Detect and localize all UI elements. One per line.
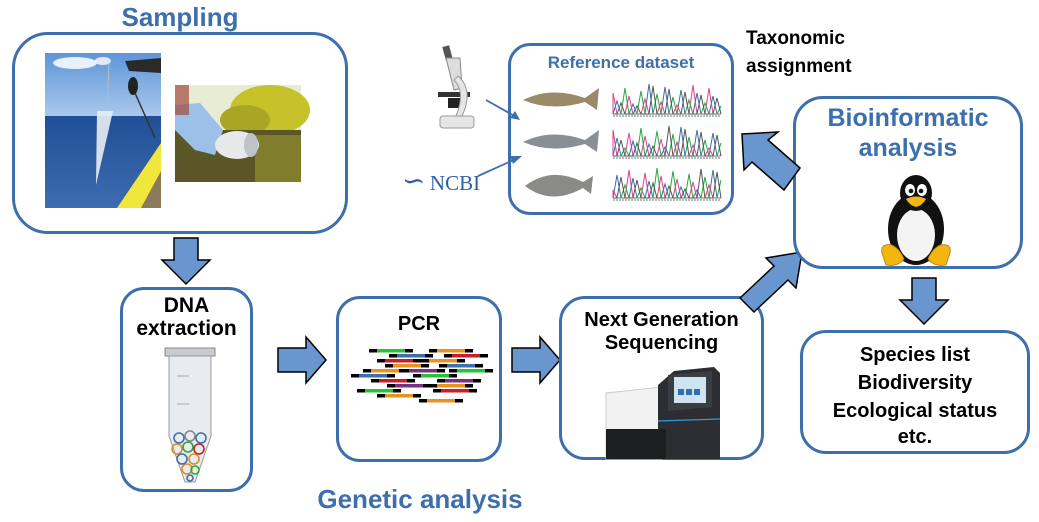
bioinformatic-title-line2: analysis [858,134,958,162]
ncbi-helix-icon: ∽ [402,164,426,197]
pcr-read [371,379,415,383]
pcr-read [377,359,421,363]
reference-row-trout-fish [523,83,722,117]
pcr-read [444,354,488,358]
taxonomic-line1: Taxonomic [746,28,845,49]
ncbi-label: NCBI [429,171,481,195]
fish-icon [525,174,593,197]
genetic-analysis-label: Genetic analysis [317,484,523,514]
dna-title-line2: extraction [136,317,237,340]
pcr-read [421,359,465,363]
bioinformatic-box: Bioinformatic analysis [793,96,1023,269]
arrow-ncbi-to-reference [477,156,522,177]
pcr-read [357,389,401,393]
pcr-read [351,374,395,378]
pcr-read [413,374,457,378]
arrow-sampling-to-dna [160,237,212,286]
fish-icon [523,88,599,110]
pcr-read [385,364,429,368]
ncbi-logo: ∽ NCBI [402,164,480,197]
pcr-read [433,389,477,393]
pcr-read [429,349,473,353]
chromatogram-trace [613,125,722,157]
water-sampling-photo [175,85,310,182]
reference-dataset-box: Reference dataset [508,43,734,215]
sampling-box [12,32,348,234]
arrow-microscope-to-reference [485,99,520,120]
reference-row-flatfish [525,167,722,201]
pcr-read [449,369,493,373]
pcr-title: PCR [397,313,441,335]
microscope-icon [438,45,475,129]
linux-penguin-icon [881,175,951,266]
pcr-box: PCR [336,296,502,462]
pcr-read [377,394,421,398]
ngs-box: Next Generation Sequencing [559,296,764,460]
amplicon-reads-icon [351,349,493,403]
chromatogram-trace [613,85,722,115]
arrow-bioinformatic-to-reference [741,131,802,192]
pcr-read [387,384,431,388]
pcr-read [401,369,445,373]
pcr-read [419,399,463,403]
reference-title: Reference dataset [547,53,695,72]
arrow-bioinformatic-to-results [898,277,950,326]
result-line-biodiversity: Biodiversity [857,372,973,394]
result-line-etc: etc. [897,426,933,448]
plankton-net-photo [45,53,161,208]
reference-rows [523,83,722,201]
taxonomic-line2: assignment [746,56,852,77]
sequencer-machine-icon [605,367,721,460]
pcr-read [363,369,407,373]
ngs-title-line1: Next Generation [584,309,739,331]
pcr-read [437,379,481,383]
arrow-ngs-to-bioinformatic [738,251,803,314]
bioinformatic-title-line1: Bioinformatic [827,104,989,132]
chromatogram-trace [613,168,722,199]
pcr-read [439,364,483,368]
result-line-species: Species list [859,344,971,366]
microtube-icon [164,347,216,483]
pcr-read [389,354,433,358]
dna-title-line1: DNA [163,294,210,317]
result-line-ecological: Ecological status [832,400,998,422]
pcr-read [429,384,473,388]
ngs-title-line2: Sequencing [604,332,719,354]
dna-extraction-box: DNA extraction [120,287,253,492]
arrow-dna-to-pcr [277,334,327,386]
sampling-title: Sampling [121,2,239,32]
reference-row-herring-fish [523,125,722,159]
pcr-read [369,349,413,353]
results-box: Species list Biodiversity Ecological sta… [800,330,1030,454]
arrow-pcr-to-ngs [511,334,561,386]
fish-icon [523,130,599,152]
